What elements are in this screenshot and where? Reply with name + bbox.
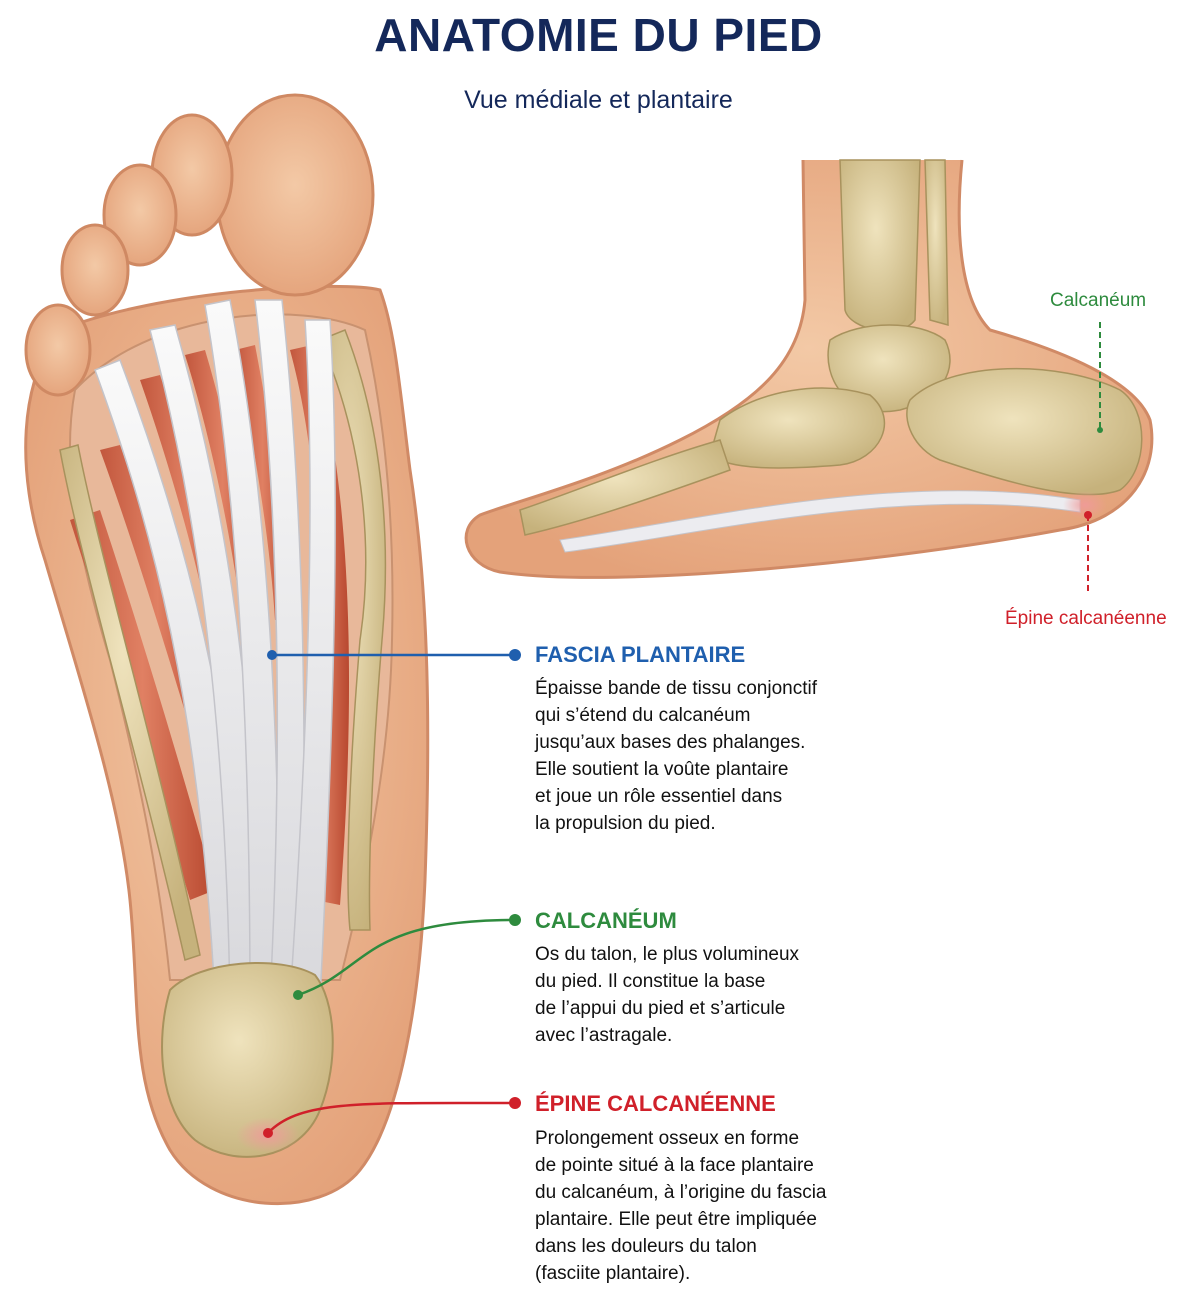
fibula (924, 159, 949, 326)
fascia-description: Épaisse bande de tissu conjonctif qui s’… (535, 678, 818, 834)
spur-heading: ÉPINE CALCANÉENNE (535, 1091, 776, 1116)
fascia-leader (267, 649, 521, 661)
side-spur-glow (1063, 491, 1107, 519)
calcaneum-leader (293, 914, 521, 1000)
side-spur-label: Épine calcanéenne (1005, 608, 1167, 629)
spur-description: Prolongement osseux en forme de pointe s… (535, 1128, 827, 1284)
fifth-metatarsal (59, 444, 201, 961)
medial-view-foot (464, 159, 1154, 579)
fifth-toe (24, 303, 92, 397)
calcaneum-heading: CALCANÉUM (535, 908, 677, 933)
calcaneum-pointer-dot (1097, 427, 1103, 433)
fascia-heading: FASCIA PLANTAIRE (535, 642, 746, 667)
metatarsals-side (519, 439, 731, 536)
big-toe (215, 93, 375, 297)
midfoot-bones (709, 387, 886, 469)
plantar-view-foot (24, 93, 430, 1206)
tibia (839, 159, 921, 332)
side-calcaneum-label: Calcanéum (1050, 290, 1147, 311)
page-title: ANATOMIE DU PIED (374, 9, 823, 61)
page-subtitle: Vue médiale et plantaire (464, 86, 733, 114)
fourth-toe (60, 223, 130, 317)
first-metatarsal (318, 329, 387, 931)
calcaneum-description: Os du talon, le plus volumineux du pied.… (535, 944, 800, 1046)
calcaneus-side (906, 367, 1143, 496)
spur-pointer-dot (1084, 511, 1092, 519)
third-toe (102, 163, 178, 267)
spur-leader (263, 1097, 521, 1138)
